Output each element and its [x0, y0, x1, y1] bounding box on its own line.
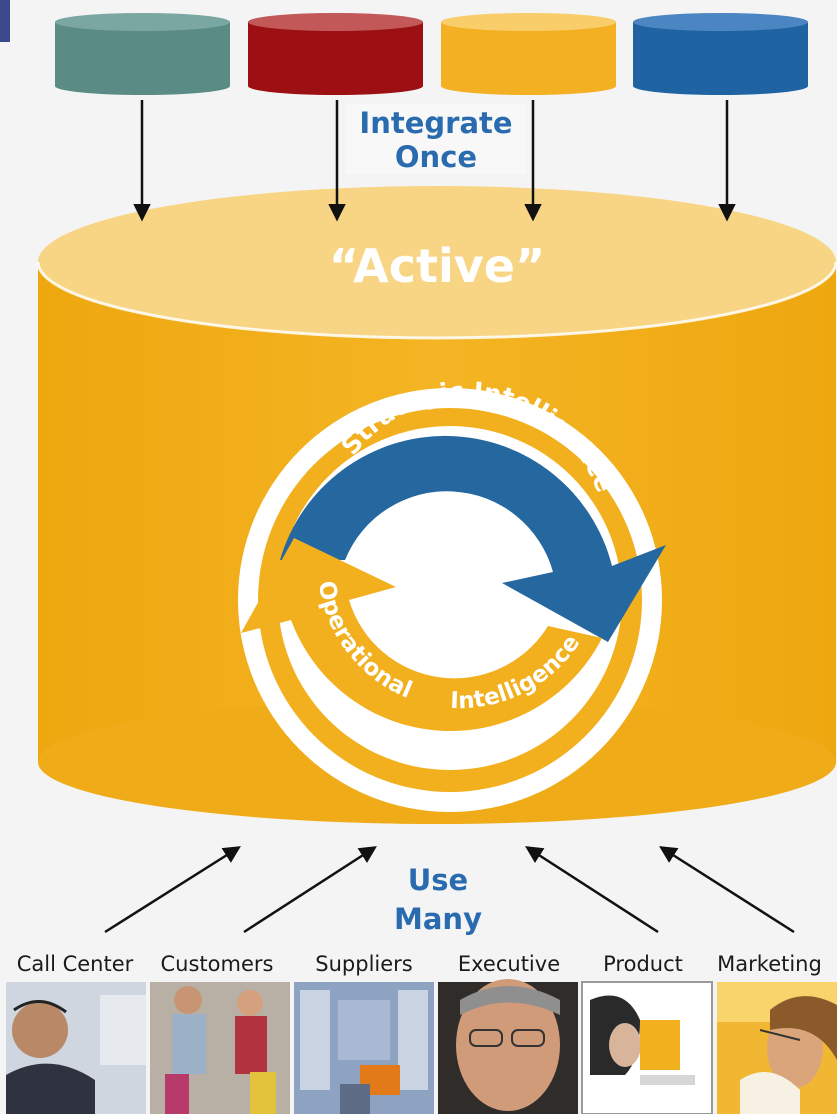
- user-photos: [6, 979, 837, 1114]
- yellow-source-cylinder: [441, 13, 616, 95]
- integrate-arrows: [133, 100, 736, 222]
- marketing-photo: [717, 982, 837, 1114]
- integrate-label-line1: Integrate: [359, 106, 512, 140]
- red-source-cylinder: [248, 13, 423, 95]
- call-center-photo: [6, 982, 146, 1114]
- intelligence-cycle: Strategic Intelligence Operational Intel…: [238, 376, 666, 812]
- arrow-marketing-to-warehouse: [659, 846, 795, 934]
- call-center-label: Call Center: [16, 952, 134, 976]
- suppliers-photo: [294, 982, 434, 1114]
- executive-photo: [438, 979, 578, 1114]
- arrow-callcenter-to-warehouse: [104, 846, 241, 934]
- integrate-label-line2: Once: [395, 140, 477, 174]
- source-databases: [55, 13, 808, 95]
- arrow-customers-to-warehouse: [243, 846, 377, 934]
- use-label-line2: Many: [394, 902, 482, 936]
- use-label-line1: Use: [408, 863, 468, 897]
- product-label: Product: [603, 952, 683, 976]
- arrow-product-to-warehouse: [525, 846, 659, 934]
- customers-label: Customers: [160, 952, 274, 976]
- teal-source-cylinder: [55, 13, 230, 95]
- customers-photo: [150, 982, 290, 1114]
- integrate-label-backdrop: [346, 104, 526, 174]
- use-arrows: [104, 846, 795, 934]
- strategic-intelligence-arrow: [280, 435, 666, 642]
- product-photo: [581, 981, 713, 1114]
- executive-label: Executive: [457, 952, 561, 976]
- marketing-label: Marketing: [717, 952, 822, 976]
- operational-intelligence-arrow: [241, 538, 602, 732]
- blue-source-cylinder: [633, 13, 808, 95]
- active-label: “Active”: [329, 239, 545, 293]
- suppliers-label: Suppliers: [315, 952, 413, 976]
- slide-corner-accent: [0, 0, 10, 42]
